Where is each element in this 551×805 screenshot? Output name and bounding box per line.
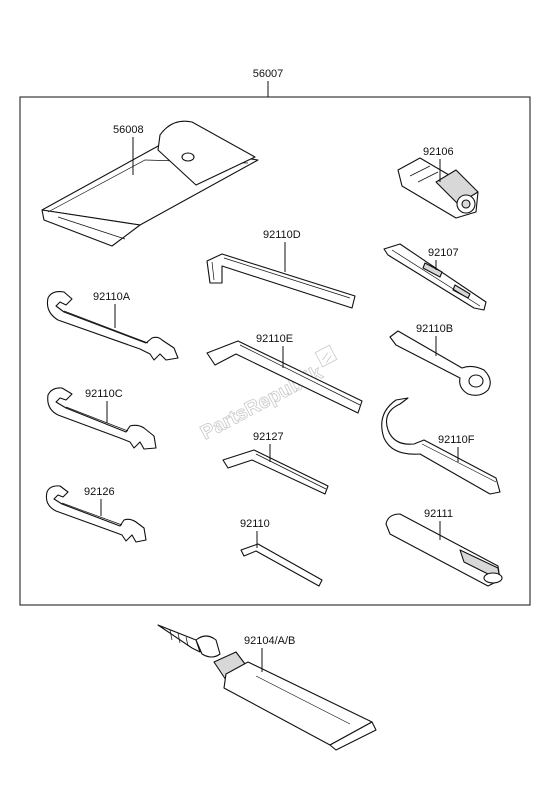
label-92110E: 92110E: [256, 333, 293, 345]
assembly-frame: [19, 96, 531, 606]
hex-key-e: 92110E: [206, 333, 363, 414]
label-92110D: 92110D: [263, 229, 301, 241]
label-92107: 92107: [428, 247, 459, 259]
assembly-label: 56007: [253, 68, 284, 80]
label-92126: 92126: [84, 486, 115, 498]
label-92127: 92127: [253, 431, 284, 443]
hex-key-mini: 92110: [240, 518, 323, 587]
screwdriver: 92107: [383, 243, 487, 311]
wrench-c: 92110C: [47, 387, 157, 450]
label-56008: 56008: [113, 124, 144, 136]
grease-tube: 92104/A/B: [157, 624, 377, 751]
label-92110C: 92110C: [85, 388, 123, 400]
ring-spanner-b: 92110B: [389, 323, 491, 396]
label-92110F: 92110F: [438, 434, 475, 446]
watermark-logo-icon: [314, 344, 338, 368]
socket: 92106: [397, 146, 479, 219]
label-92110B: 92110B: [416, 323, 453, 335]
hex-key-small: 92127: [222, 431, 329, 495]
label-92110: 92110: [240, 518, 270, 530]
label-92110A: 92110A: [93, 291, 131, 303]
label-92104: 92104/A/B: [244, 635, 295, 647]
label-92106: 92106: [423, 146, 454, 158]
wrench-a: 92110A: [46, 291, 179, 361]
handle-extension: 92111: [385, 508, 503, 587]
wrench-small: 92126: [45, 485, 147, 543]
hex-key-d: 92110D: [206, 229, 356, 309]
hook-spanner-f: 92110F: [381, 397, 501, 495]
tool-bag: 56008: [41, 120, 259, 247]
label-92111: 92111: [424, 508, 453, 520]
